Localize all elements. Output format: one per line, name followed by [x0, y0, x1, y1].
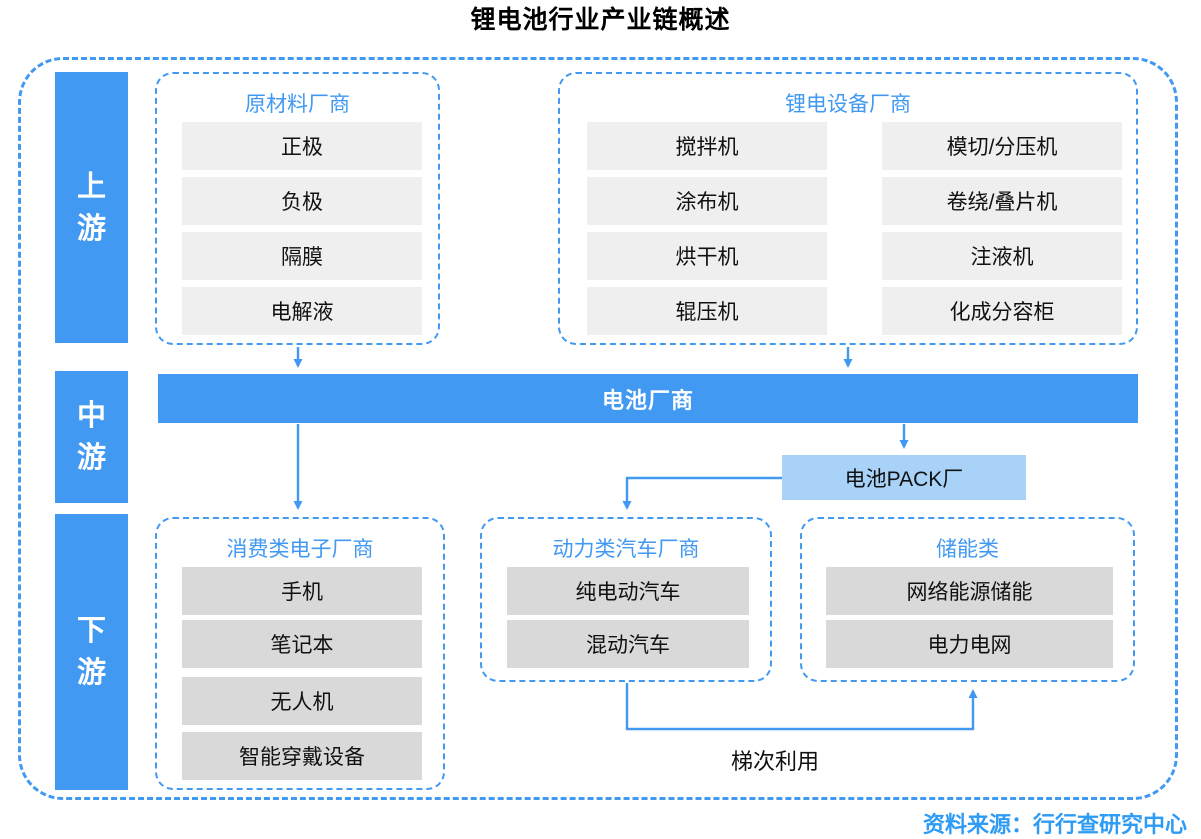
equipment-item: 卷绕/叠片机: [882, 177, 1122, 225]
battery-maker-bar: 电池厂商: [158, 374, 1138, 423]
equipment-item: 搅拌机: [587, 122, 827, 170]
consumer-item: 无人机: [182, 677, 422, 725]
stage-midstream-label: 中游: [76, 400, 106, 474]
data-source-label: 资料来源：行行查研究中心: [922, 812, 1187, 837]
equipment-section-header: 锂电设备厂商: [785, 93, 911, 116]
equipment-item: 模切/分压机: [882, 122, 1122, 170]
stage-downstream-bar: 下游: [55, 514, 128, 790]
equipment-section-box: 锂电设备厂商 搅拌机 涂布机 烘干机 辊压机 模切/分压机 卷绕/叠片机 注液机…: [558, 72, 1138, 345]
materials-section-box: 原材料厂商 正极 负极 隔膜 电解液: [155, 72, 440, 345]
materials-item: 隔膜: [182, 232, 422, 280]
consumer-section-header: 消费类电子厂商: [226, 538, 374, 561]
vehicle-item: 纯电动汽车: [507, 567, 749, 615]
materials-item: 正极: [182, 122, 422, 170]
industry-chain-frame: [18, 57, 1178, 800]
storage-section-box: 储能类 网络能源储能 电力电网: [800, 517, 1135, 682]
materials-item: 电解液: [182, 287, 422, 335]
stage-upstream-bar: 上游: [55, 72, 128, 343]
materials-section-header: 原材料厂商: [245, 93, 350, 116]
storage-item: 网络能源储能: [826, 567, 1113, 615]
storage-item: 电力电网: [826, 620, 1113, 668]
equipment-item: 辊压机: [587, 287, 827, 335]
storage-section-header: 储能类: [936, 538, 999, 561]
equipment-item: 涂布机: [587, 177, 827, 225]
battery-pack-box: 电池PACK厂: [782, 455, 1026, 500]
battery-maker-label: 电池厂商: [601, 387, 694, 413]
stage-upstream-label: 上游: [76, 170, 106, 245]
consumer-item: 手机: [182, 567, 422, 615]
page-title: 锂电池行业产业链概述: [470, 6, 731, 34]
consumer-item: 笔记本: [182, 620, 422, 668]
vehicle-item: 混动汽车: [507, 620, 749, 668]
battery-pack-label: 电池PACK厂: [844, 467, 964, 491]
materials-item: 负极: [182, 177, 422, 225]
equipment-item: 烘干机: [587, 232, 827, 280]
cascade-use-label: 梯次利用: [730, 749, 819, 774]
stage-downstream-label: 下游: [76, 615, 106, 689]
vehicle-section-header: 动力类汽车厂商: [552, 538, 700, 561]
consumer-section-box: 消费类电子厂商 手机 笔记本 无人机 智能穿戴设备: [155, 517, 445, 790]
vehicle-section-box: 动力类汽车厂商 纯电动汽车 混动汽车: [480, 517, 772, 682]
stage-midstream-bar: 中游: [55, 371, 128, 503]
equipment-item: 注液机: [882, 232, 1122, 280]
consumer-item: 智能穿戴设备: [182, 732, 422, 780]
equipment-item: 化成分容柜: [882, 287, 1122, 335]
